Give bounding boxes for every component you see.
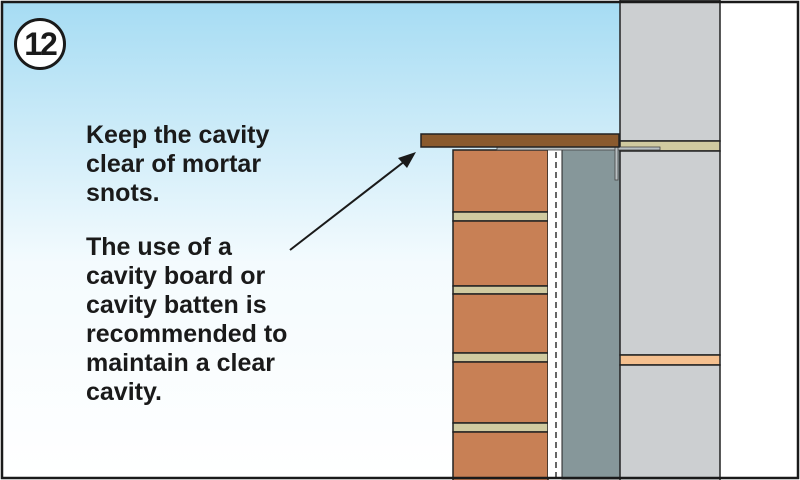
text-line: Keep the cavity [86, 121, 270, 149]
clear-cavity [548, 149, 562, 479]
note-cavity-board: The use of a cavity board or cavity batt… [86, 233, 287, 407]
pointer-arrow [289, 152, 416, 251]
text-line: cavity batten is [86, 291, 267, 319]
text-line: clear of mortar [86, 150, 262, 178]
step-number-badge: 12 [14, 18, 66, 70]
note-keep-cavity-clear: Keep the cavity clear of mortar snots. [86, 121, 269, 208]
insulation [561, 148, 621, 480]
text-line: recommended to [86, 320, 288, 348]
text-line: snots. [86, 179, 160, 207]
block-leaf [619, 0, 721, 480]
text-line: maintain a clear [86, 349, 275, 377]
text-line: The use of a [86, 233, 232, 261]
brick-leaf [452, 149, 549, 480]
text-line: cavity board or [86, 262, 266, 290]
cavity-board [420, 133, 620, 148]
text-line: cavity. [86, 378, 162, 406]
